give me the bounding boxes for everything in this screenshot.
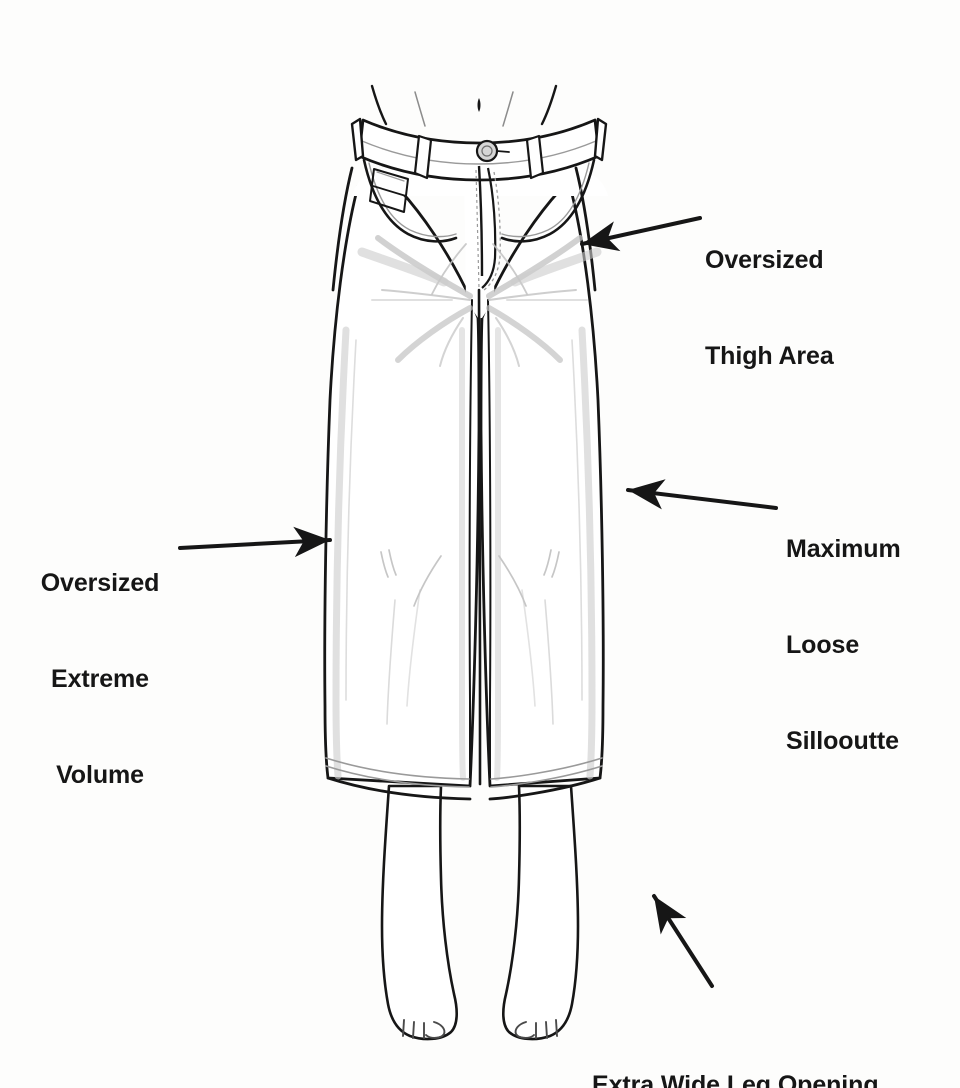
arrow-volume	[178, 526, 332, 558]
annotation-line: Oversized	[40, 569, 160, 597]
annotation-line: Maximum	[786, 535, 901, 563]
figure-toes	[402, 1019, 558, 1039]
annotation-line: Extra Wide Leg Opening	[592, 1071, 879, 1088]
annotation-line: Volume	[56, 761, 144, 789]
annotation-extra-wide-leg-opening: Extra Wide Leg Opening	[592, 1005, 879, 1088]
garment-hem-edges	[326, 776, 602, 801]
garment-front-pockets	[362, 158, 596, 243]
annotation-arrows	[178, 216, 778, 988]
annotation-oversized-extreme-volume: Oversized Extreme Volume	[25, 503, 175, 855]
fabric-shading-hip	[357, 247, 602, 302]
annotation-line: Oversized	[705, 246, 824, 274]
garment-closure	[475, 139, 510, 291]
annotation-line: Sillooutte	[786, 727, 899, 755]
garment-inseam	[468, 288, 492, 786]
garment-hem-cuffs	[325, 757, 603, 788]
annotation-line: Thigh Area	[705, 342, 834, 370]
garment-hip-outline	[331, 166, 597, 292]
garment-body	[323, 160, 608, 788]
annotation-oversized-thigh-area: Oversized Thigh Area	[705, 180, 834, 436]
garment-belt-loops	[413, 134, 545, 180]
arrow-silhouette	[626, 479, 778, 510]
arrow-thigh	[580, 216, 702, 252]
figure-legs	[380, 784, 580, 1041]
annotation-line: Loose	[786, 631, 860, 659]
fabric-creases-crotch	[375, 235, 583, 367]
figure-body	[370, 84, 558, 127]
fabric-drape-lines	[332, 326, 596, 781]
fabric-knee-creases	[380, 549, 560, 607]
annotation-line: Extreme	[51, 665, 149, 693]
annotation-maximum-loose-silhouette: Maximum Loose Sillooutte	[786, 469, 901, 821]
arrow-hem	[652, 894, 714, 988]
